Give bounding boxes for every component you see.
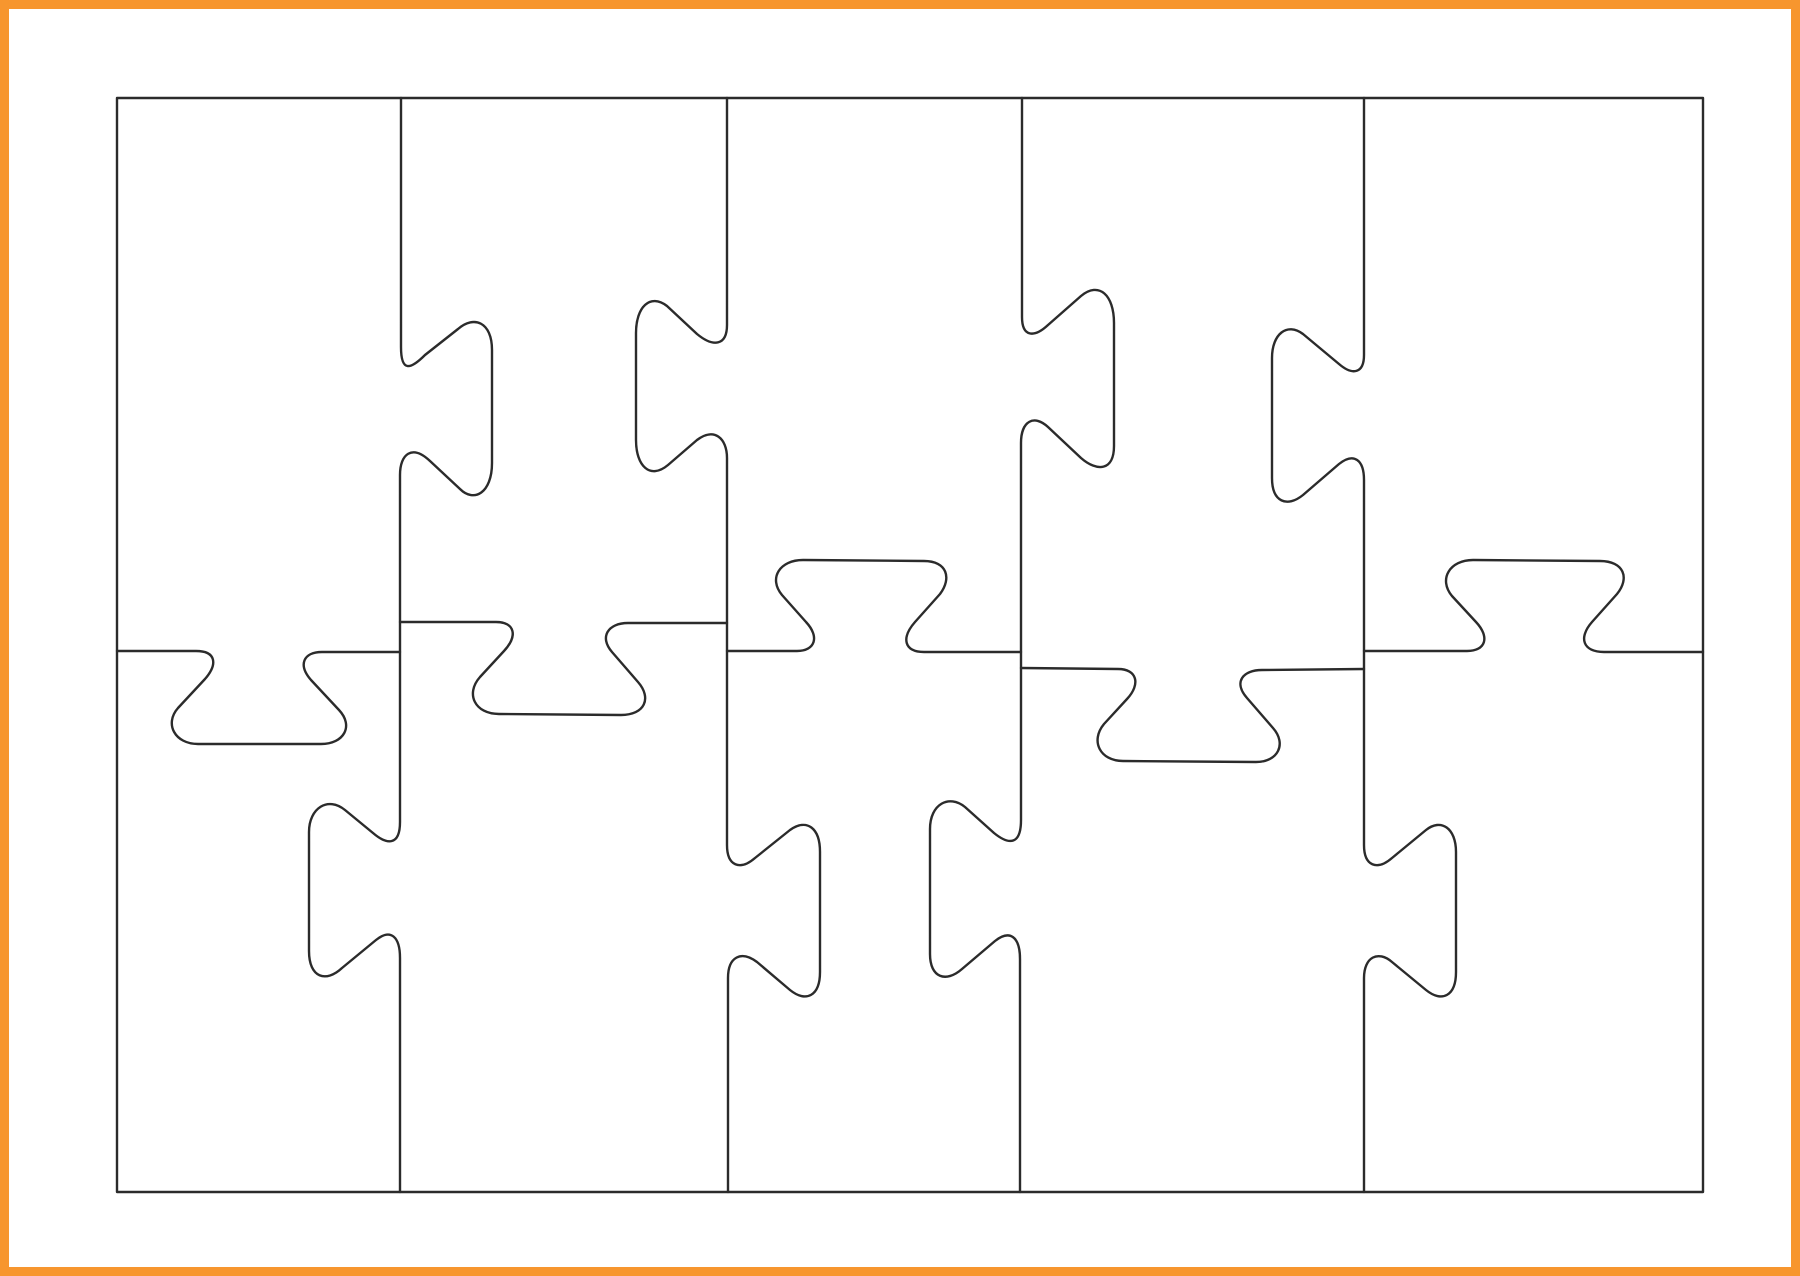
horizontal-seam-1 [115, 649, 402, 746]
vertical-seam-1 [307, 96, 494, 1194]
vertical-seam-3 [928, 96, 1116, 1194]
puzzle-outer-border [115, 96, 1705, 1194]
horizontal-seam-4 [1019, 666, 1366, 764]
horizontal-seam-2 [398, 620, 729, 717]
vertical-seam-2 [634, 96, 822, 1194]
vertical-seam-4 [1270, 96, 1458, 1194]
horizontal-seam-5 [1362, 558, 1705, 654]
horizontal-seam-3 [725, 558, 1023, 654]
